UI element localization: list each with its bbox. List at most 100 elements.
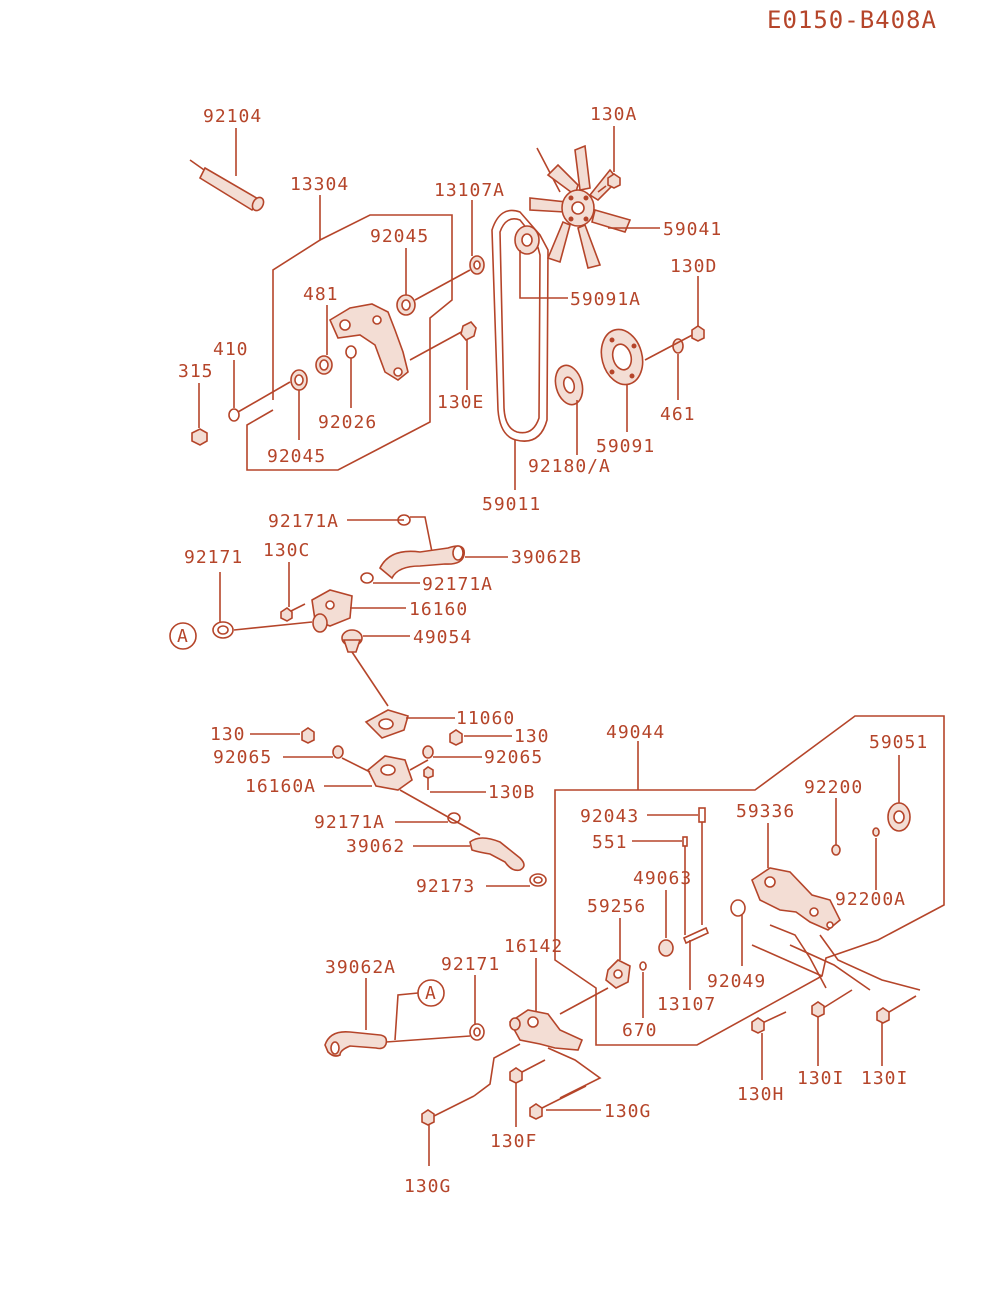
label-59256: 59256 (587, 896, 646, 917)
label-92065-left: 92065 (213, 747, 272, 768)
label-92171: 92171 (184, 547, 243, 568)
label-92026: 92026 (318, 412, 377, 433)
label-92171A-c: 92171A (314, 812, 385, 833)
part-315-nut (191, 428, 208, 446)
part-92065-washer-left (332, 745, 344, 759)
label-130I-b: 130I (861, 1068, 908, 1089)
part-92180A-spacer (554, 364, 584, 406)
part-92043-pin (698, 807, 706, 823)
part-92173-clamp (529, 873, 547, 887)
part-59256-impeller (605, 959, 631, 989)
part-130F-bolt (509, 1059, 546, 1084)
part-49054-thermostat (341, 629, 363, 653)
part-39062B-hose (379, 545, 465, 580)
fan-belt-assembly: 92104 13304 92045 481 92026 (178, 104, 722, 515)
label-92171A-a: 92171A (268, 511, 339, 532)
label-39062B: 39062B (511, 547, 582, 568)
label-59091: 59091 (596, 436, 655, 457)
label-92171A-b: 92171A (422, 574, 493, 595)
part-92171-clamp-lower (469, 1023, 485, 1041)
part-59041-fan (529, 144, 632, 269)
label-130H: 130H (737, 1084, 784, 1105)
water-pump-assembly: 49044 59051 92200 92200A 59336 (324, 715, 945, 1197)
label-92173: 92173 (416, 876, 475, 897)
label-59051: 59051 (869, 732, 928, 753)
label-13107: 13107 (657, 994, 716, 1015)
part-130-bolt-left (301, 727, 315, 744)
label-130G-right: 130G (604, 1101, 651, 1122)
part-16142-pump-body (508, 987, 609, 1051)
label-59091A: 59091A (570, 289, 641, 310)
part-92171A-clamp-c (447, 812, 461, 824)
label-92065-right: 92065 (484, 747, 543, 768)
label-670: 670 (622, 1020, 658, 1041)
label-59041: 59041 (663, 219, 722, 240)
part-59091-flange (600, 328, 644, 386)
part-39062-hose (469, 837, 525, 872)
label-130G-bottom: 130G (404, 1176, 451, 1197)
label-92045-top: 92045 (370, 226, 429, 247)
label-92049: 92049 (707, 971, 766, 992)
part-130G-bolt-right (529, 1085, 587, 1120)
label-16160A: 16160A (245, 776, 316, 797)
part-13304-idler-arm (328, 303, 409, 381)
part-481-seal (315, 355, 333, 375)
part-92200A-washer (872, 827, 880, 837)
label-92180A: 92180/A (528, 456, 611, 477)
part-13107A-spacer (469, 255, 485, 275)
part-92065-washer-right (422, 745, 434, 759)
part-59336-housing (751, 867, 841, 931)
label-92045-bottom: 92045 (267, 446, 326, 467)
part-130A-bolt (597, 173, 621, 193)
label-16160: 16160 (409, 599, 468, 620)
part-670-ring (639, 961, 647, 971)
diagram-code: E0150-B408A (767, 6, 937, 34)
part-92104-grease-tube (189, 159, 265, 212)
part-92045-upper-bearing (396, 294, 416, 316)
label-551: 551 (592, 832, 628, 853)
svg-text:A: A (177, 626, 189, 647)
label-11060: 11060 (456, 708, 515, 729)
label-92104: 92104 (203, 106, 262, 127)
label-315: 315 (178, 361, 214, 382)
part-13107-shaft (682, 926, 710, 945)
part-59051-gear (887, 802, 911, 832)
label-130C: 130C (263, 540, 310, 561)
label-92200: 92200 (804, 777, 863, 798)
label-461: 461 (660, 404, 696, 425)
label-59011: 59011 (482, 494, 541, 515)
part-130I-bolt-a (811, 989, 853, 1018)
part-92200-washer (831, 844, 841, 856)
label-59336: 59336 (736, 801, 795, 822)
label-49063: 49063 (633, 868, 692, 889)
label-130E: 130E (437, 392, 484, 413)
label-92200A: 92200A (835, 889, 906, 910)
part-130C-bolt (280, 603, 306, 622)
part-130I-bolt-b (876, 995, 917, 1024)
label-39062: 39062 (346, 836, 405, 857)
ref-marker-A-lower: A (417, 979, 445, 1007)
part-92026-ring (345, 345, 357, 359)
part-130D-bolt (691, 325, 705, 342)
part-39062A-hose (324, 1030, 388, 1057)
part-410-washer (228, 408, 240, 422)
ref-marker-A-upper: A (169, 622, 197, 650)
label-13304: 13304 (290, 174, 349, 195)
label-39062A: 39062A (325, 957, 396, 978)
part-551-pin (682, 836, 688, 847)
part-92171-clamp (212, 621, 234, 639)
part-16160A-housing (341, 755, 429, 791)
part-130B-bolt (423, 766, 434, 790)
part-130G-bolt-bottom (421, 1095, 475, 1126)
part-11060-gasket (364, 709, 409, 739)
label-481: 481 (303, 284, 339, 305)
part-130E-bolt (409, 321, 477, 361)
label-130-left: 130 (210, 724, 246, 745)
label-16142: 16142 (504, 936, 563, 957)
part-130H-bolt (751, 1011, 787, 1034)
part-92049-washer (730, 899, 746, 917)
part-59091A-pulley (514, 225, 540, 255)
label-130D: 130D (670, 256, 717, 277)
part-16160-cover (311, 589, 353, 633)
